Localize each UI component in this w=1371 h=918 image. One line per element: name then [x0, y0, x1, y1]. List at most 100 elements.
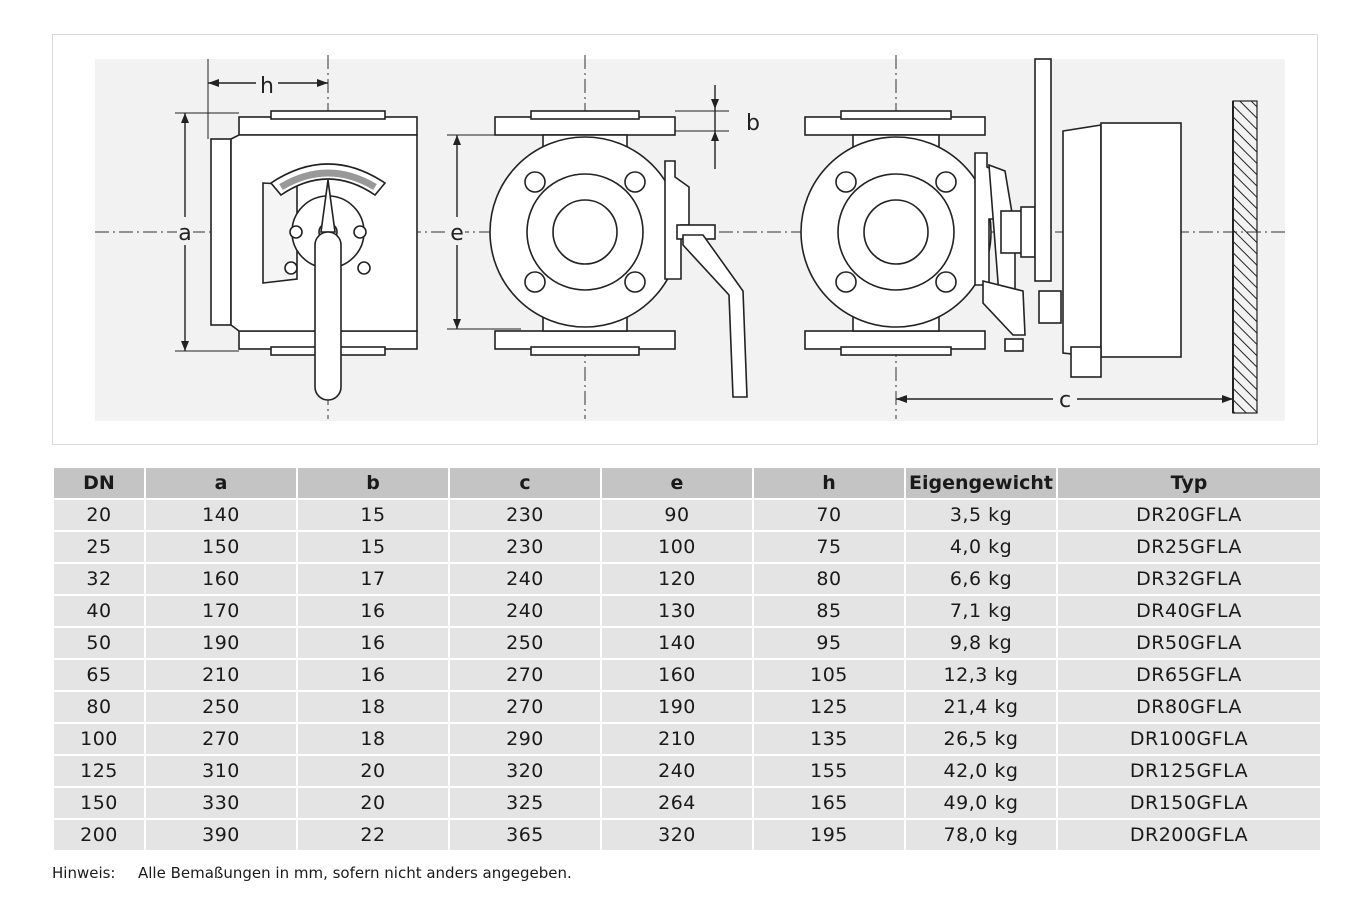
table-cell: 390 — [146, 820, 296, 850]
table-cell: 32 — [54, 564, 144, 594]
table-cell: 4,0 kg — [906, 532, 1056, 562]
table-cell: 150 — [54, 788, 144, 818]
column-header-3: c — [450, 468, 600, 498]
table-cell: 240 — [602, 756, 752, 786]
table-cell: 9,8 kg — [906, 628, 1056, 658]
footnote-label: Hinweis: — [52, 864, 116, 882]
actuator-view — [800, 55, 1233, 419]
table-cell: 160 — [602, 660, 752, 690]
table-cell: 155 — [754, 756, 904, 786]
table-cell: 140 — [146, 500, 296, 530]
wall-hatch — [1232, 100, 1258, 414]
table-cell: 16 — [298, 596, 448, 626]
table-cell: 100 — [602, 532, 752, 562]
table-cell: 250 — [146, 692, 296, 722]
table-cell: 3,5 kg — [906, 500, 1056, 530]
table-cell: 365 — [450, 820, 600, 850]
table-cell: DR20GFLA — [1058, 500, 1320, 530]
table-cell: 230 — [450, 500, 600, 530]
table-cell: 21,4 kg — [906, 692, 1056, 722]
column-header-7: Typ — [1058, 468, 1320, 498]
table-cell: 195 — [754, 820, 904, 850]
front-view — [447, 55, 748, 419]
label-bg-h — [256, 71, 278, 97]
column-header-5: h — [754, 468, 904, 498]
table-cell: 264 — [602, 788, 752, 818]
table-cell: DR100GFLA — [1058, 724, 1320, 754]
technical-drawing: a h — [52, 34, 1318, 445]
table-cell: 320 — [602, 820, 752, 850]
table-cell: 325 — [450, 788, 600, 818]
table-cell: 75 — [754, 532, 904, 562]
table-cell: DR125GFLA — [1058, 756, 1320, 786]
dimension-label-h: h — [260, 74, 274, 99]
table-cell: DR32GFLA — [1058, 564, 1320, 594]
table-cell: 140 — [602, 628, 752, 658]
table-cell: 7,1 kg — [906, 596, 1056, 626]
footnote-text: Alle Bemaßungen in mm, sofern nicht ande… — [138, 864, 572, 882]
table-cell: 130 — [602, 596, 752, 626]
footnote: Hinweis: Alle Bemaßungen in mm, sofern ni… — [52, 864, 572, 882]
table-cell: 165 — [754, 788, 904, 818]
table-cell: 6,6 kg — [906, 564, 1056, 594]
label-bg-a — [177, 217, 193, 245]
table-cell: 16 — [298, 660, 448, 690]
dimension-label-e: e — [450, 221, 464, 246]
table-cell: 49,0 kg — [906, 788, 1056, 818]
column-header-1: a — [146, 468, 296, 498]
table-cell: 270 — [450, 660, 600, 690]
table-cell: 230 — [450, 532, 600, 562]
table-cell: DR200GFLA — [1058, 820, 1320, 850]
table-cell: 125 — [54, 756, 144, 786]
table-cell: 160 — [146, 564, 296, 594]
table-cell: 20 — [298, 756, 448, 786]
label-bg-e — [449, 217, 465, 245]
table-cell: 270 — [450, 692, 600, 722]
table-cell: 90 — [602, 500, 752, 530]
column-header-4: e — [602, 468, 752, 498]
table-cell: DR150GFLA — [1058, 788, 1320, 818]
table-cell: 190 — [146, 628, 296, 658]
table-cell: 15 — [298, 532, 448, 562]
table-cell: 12,3 kg — [906, 660, 1056, 690]
table-cell: 25 — [54, 532, 144, 562]
column-header-2: b — [298, 468, 448, 498]
table-cell: 85 — [754, 596, 904, 626]
table-cell: 120 — [602, 564, 752, 594]
table-cell: 15 — [298, 500, 448, 530]
table-cell: 210 — [146, 660, 296, 690]
valve-drawing-svg: a h — [95, 55, 1285, 421]
table-cell: DR50GFLA — [1058, 628, 1320, 658]
table-cell: 310 — [146, 756, 296, 786]
table-cell: 125 — [754, 692, 904, 722]
table-cell: DR25GFLA — [1058, 532, 1320, 562]
table-cell: 190 — [602, 692, 752, 722]
side-view — [175, 55, 418, 419]
table-cell: DR65GFLA — [1058, 660, 1320, 690]
table-cell: 17 — [298, 564, 448, 594]
table-cell: 70 — [754, 500, 904, 530]
table-cell: 18 — [298, 724, 448, 754]
table-cell: 105 — [754, 660, 904, 690]
table-cell: 50 — [54, 628, 144, 658]
table-cell: 20 — [54, 500, 144, 530]
table-cell: 18 — [298, 692, 448, 722]
table-cell: 320 — [450, 756, 600, 786]
table-cell: 135 — [754, 724, 904, 754]
column-header-6: Eigengewicht — [906, 468, 1056, 498]
table-cell: 22 — [298, 820, 448, 850]
table-cell: 170 — [146, 596, 296, 626]
dimension-label-a: a — [178, 221, 191, 246]
table-cell: 95 — [754, 628, 904, 658]
table-cell: 80 — [54, 692, 144, 722]
